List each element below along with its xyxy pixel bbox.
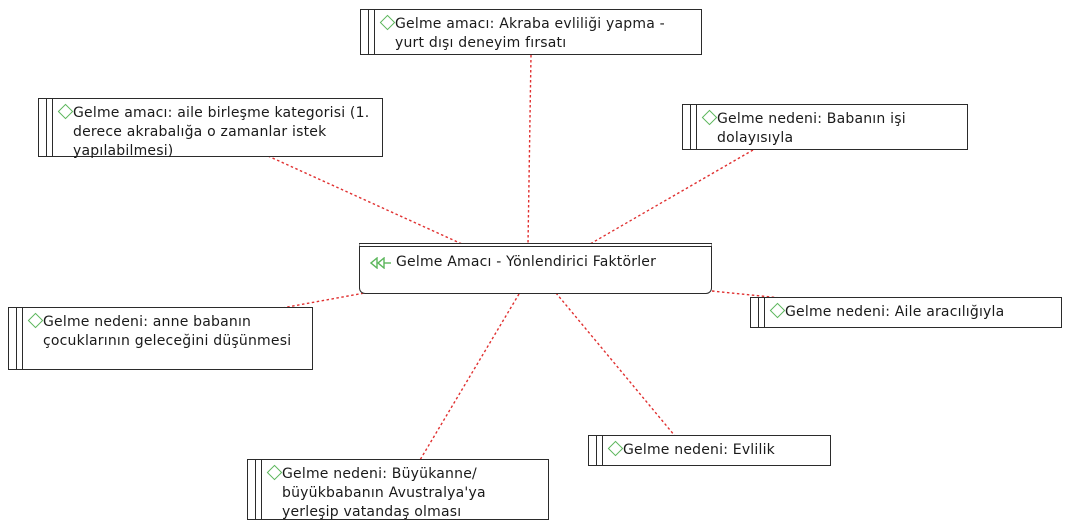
diamond-icon xyxy=(266,464,283,481)
node-label: Gelme amacı: Akraba evliliği yapma - yur… xyxy=(395,16,665,51)
node-anne-baba[interactable]: Gelme nedeni: anne babanın çocuklarının … xyxy=(8,307,313,370)
node-label: Gelme nedeni: Evlilik xyxy=(623,442,775,458)
node-bar xyxy=(764,298,765,327)
link-akraba xyxy=(527,54,532,245)
node-bar xyxy=(374,10,375,54)
node-bar xyxy=(255,460,256,519)
link-buyukanne xyxy=(419,293,520,461)
node-label: Gelme nedeni: anne babanın çocuklarının … xyxy=(43,314,292,349)
diamond-icon xyxy=(379,14,396,31)
node-aile-birlesme[interactable]: Gelme amacı: aile birleşme kategorisi (1… xyxy=(38,98,383,159)
node-evlilik[interactable]: Gelme nedeni: Evlilik xyxy=(588,435,831,466)
node-label: Gelme nedeni: Babanın işi dolayısıyla xyxy=(717,111,906,146)
node-label: Gelme nedeni: Aile aracılığıyla xyxy=(785,304,1005,320)
node-bar xyxy=(22,308,23,369)
node-bar xyxy=(16,308,17,369)
node-buyukanne[interactable]: Gelme nedeni: Büyükanne/ büyükbabanın Av… xyxy=(247,459,549,520)
diamond-icon xyxy=(701,109,718,126)
node-aile-araciligi[interactable]: Gelme nedeni: Aile aracılığıyla xyxy=(750,297,1062,328)
node-bar xyxy=(602,436,603,465)
diamond-icon xyxy=(57,103,74,120)
node-akraba[interactable]: Gelme amacı: Akraba evliliği yapma - yur… xyxy=(360,9,702,55)
diamond-icon xyxy=(769,302,786,319)
node-label: Gelme nedeni: Büyükanne/ büyükbabanın Av… xyxy=(282,466,486,520)
link-evlilik xyxy=(555,292,676,437)
double-chevron-icon xyxy=(370,257,391,269)
node-bar xyxy=(758,298,759,327)
node-bar xyxy=(696,105,697,149)
node-bar xyxy=(261,460,262,519)
node-bar xyxy=(368,10,369,54)
node-label: Gelme amacı: aile birleşme kategorisi (1… xyxy=(73,105,370,159)
diamond-icon xyxy=(27,312,44,329)
central-topic[interactable]: Gelme Amacı - Yönlendirici Faktörler xyxy=(359,243,712,294)
link-babanin-isi xyxy=(589,149,754,245)
node-bar xyxy=(596,436,597,465)
node-bar xyxy=(52,99,53,156)
node-bar xyxy=(690,105,691,149)
link-aile-birlesme xyxy=(267,155,463,245)
node-bar xyxy=(46,99,47,156)
central-topic-label: Gelme Amacı - Yönlendirici Faktörler xyxy=(396,254,657,270)
diamond-icon xyxy=(607,440,624,457)
node-babanin-isi[interactable]: Gelme nedeni: Babanın işi dolayısıyla xyxy=(682,104,968,150)
